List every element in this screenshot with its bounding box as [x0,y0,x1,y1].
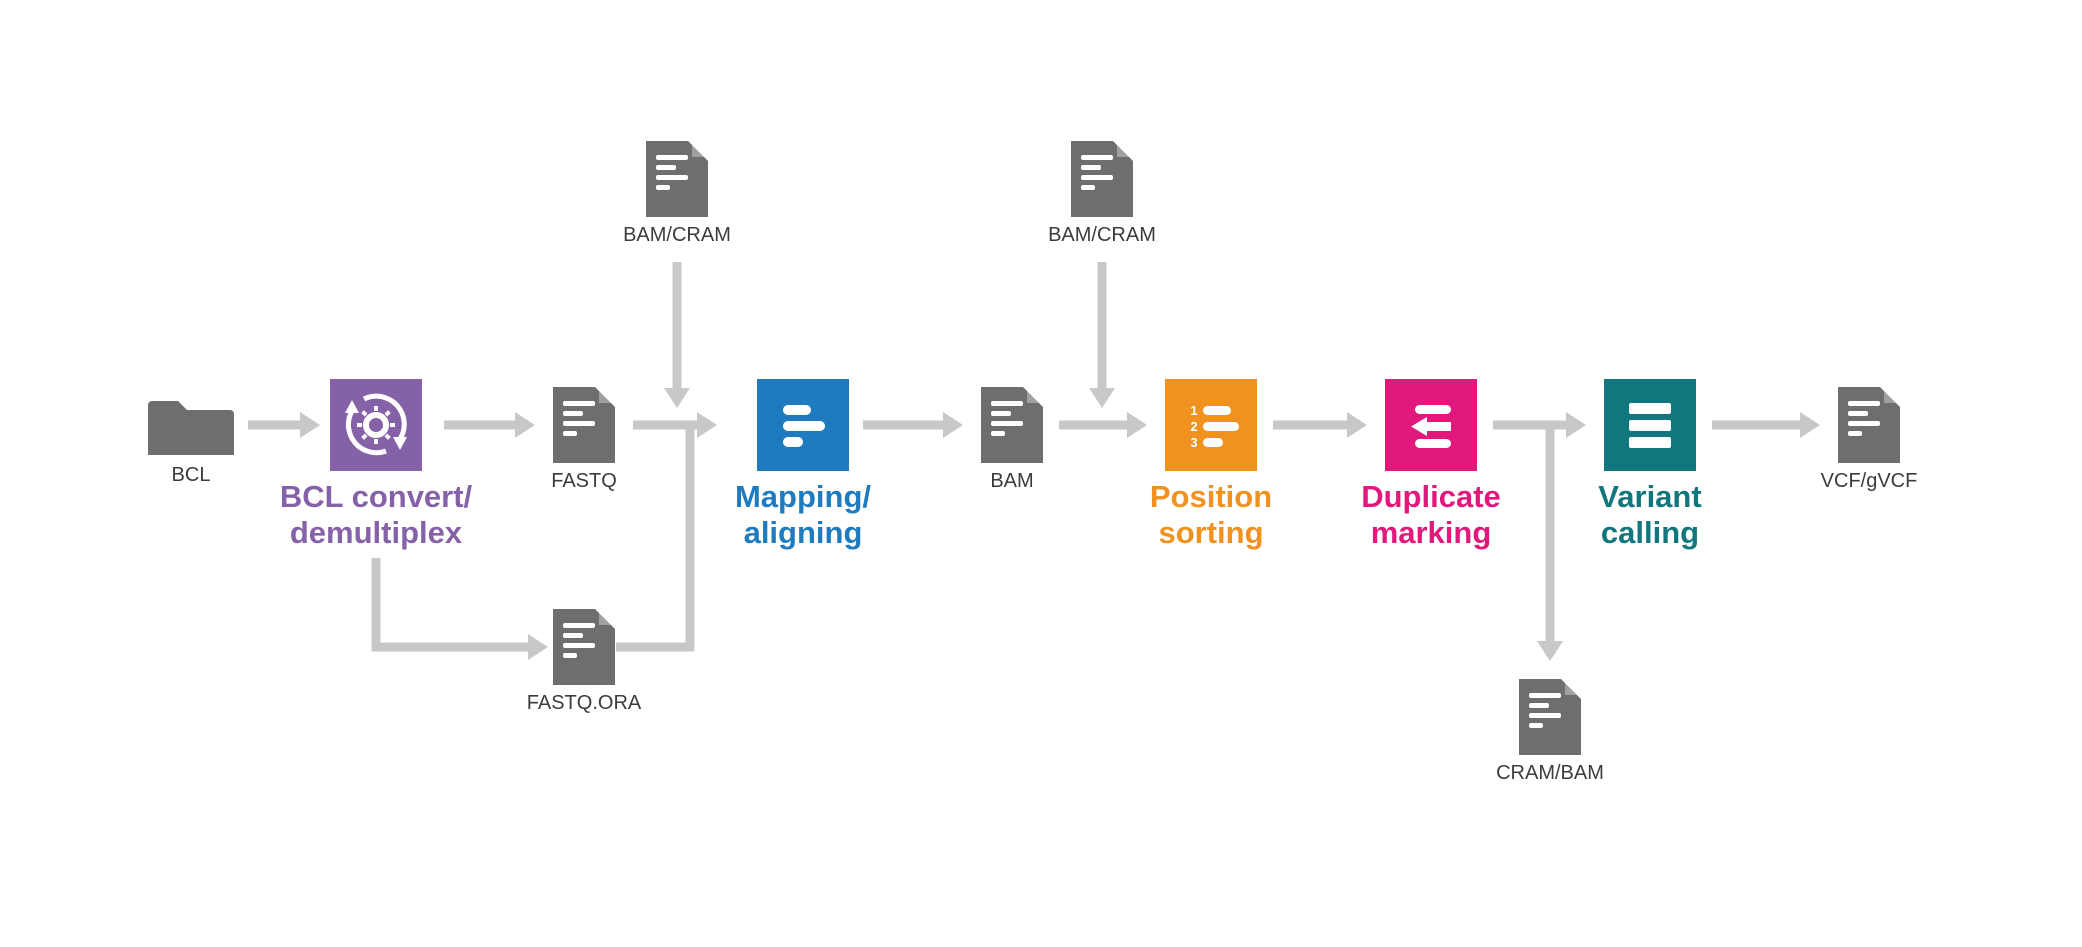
mapping-label-line1: Mapping/ [734,479,872,514]
document-icon [553,387,615,463]
mapping-node: Mapping/ aligning [653,379,953,551]
variant-list-icon [1629,403,1671,448]
bcl-convert-node: BCL convert/ demultiplex [226,379,526,551]
mapping-label: Mapping/ aligning [735,479,871,551]
document-icon [981,387,1043,463]
document-icon [1519,679,1581,755]
position-sorting-label-line2: sorting [1158,515,1264,550]
variant-calling-node: Variant calling [1500,379,1800,551]
bam-cram-2-node: BAM/CRAM [1002,141,1202,247]
mapping-label-line2: aligning [743,515,863,550]
convert-gear-icon [345,393,407,456]
bcl-node: BCL [111,393,271,487]
variant-calling-label-line2: calling [1600,515,1700,550]
bcl-label: BCL [171,464,211,486]
document-icon [1838,387,1900,463]
bcl-convert-label-line2: demultiplex [289,515,463,550]
elbow-convert-to-fastqora [371,558,548,660]
cram-bam-label: CRAM/BAM [1496,762,1604,784]
document-icon [1071,141,1133,217]
position-sorting-icon: 1 2 3 [1165,379,1257,471]
duplicate-arrow-icon [1411,405,1451,448]
duplicate-marking-icon [1385,379,1477,471]
mapping-bars-icon [783,405,825,447]
sorting-numbers-icon: 1 2 3 [1190,403,1239,450]
document-icon [553,609,615,685]
fastq-ora-label: FASTQ.ORA [526,692,642,714]
bam-cram-2-label: BAM/CRAM [1048,224,1156,246]
document-icon [646,141,708,217]
bam-label: BAM [990,470,1034,492]
position-sorting-node: 1 2 3 Position sorting [1061,379,1361,551]
cram-bam-node: CRAM/BAM [1450,679,1650,785]
svg-text:3: 3 [1190,435,1197,450]
bcl-convert-label-line1: BCL convert/ [279,479,473,514]
variant-calling-label: Variant calling [1598,479,1701,551]
bcl-convert-label: BCL convert/ demultiplex [280,479,472,551]
duplicate-marking-label: Duplicate marking [1361,479,1501,551]
position-sorting-label: Position sorting [1150,479,1272,551]
variant-calling-label-line1: Variant [1598,479,1702,514]
folder-icon [148,401,234,455]
vcf-gvcf-node: VCF/gVCF [1769,387,1969,493]
svg-text:1: 1 [1190,403,1197,418]
variant-calling-icon [1604,379,1696,471]
duplicate-marking-label-line1: Duplicate [1361,479,1501,514]
fastq-label: FASTQ [551,470,617,492]
duplicate-marking-label-line2: marking [1370,515,1492,550]
bcl-convert-icon [330,379,422,471]
svg-text:2: 2 [1190,419,1197,434]
bam-cram-1-node: BAM/CRAM [577,141,777,247]
bam-cram-1-label: BAM/CRAM [623,224,731,246]
position-sorting-label-line1: Position [1149,479,1273,514]
elbow-fastqora-to-mapping [616,429,695,652]
fastq-ora-node: FASTQ.ORA [484,609,684,715]
fastq-node: FASTQ [484,387,684,493]
duplicate-marking-node: Duplicate marking [1281,379,1581,551]
bam-node: BAM [912,387,1112,493]
vcf-gvcf-label: VCF/gVCF [1820,470,1918,492]
mapping-icon [757,379,849,471]
